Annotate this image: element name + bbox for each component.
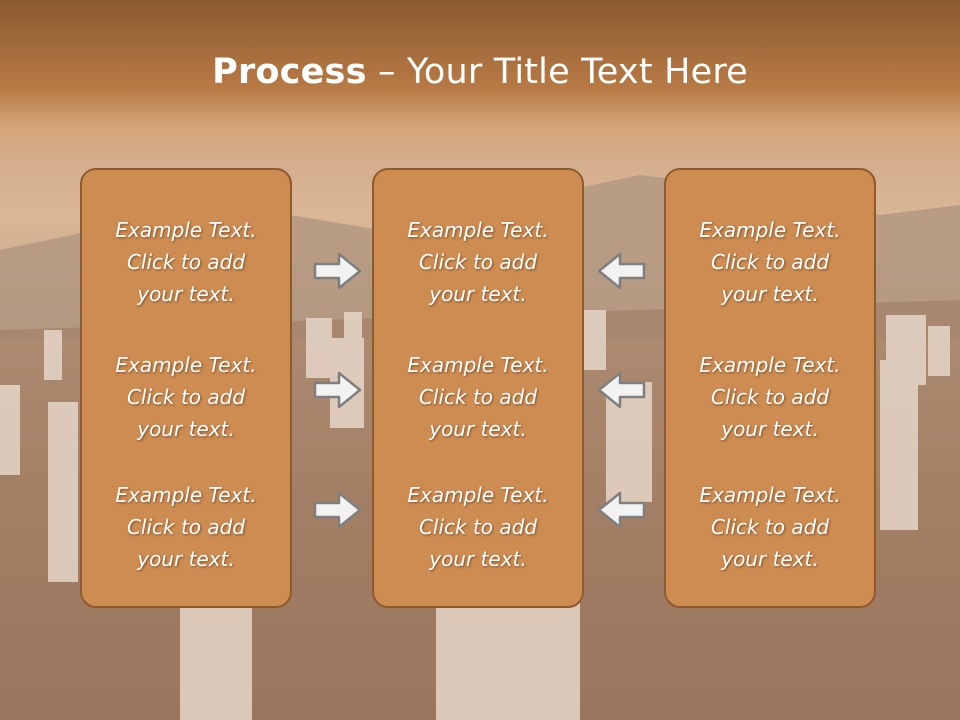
text-line: Click to add <box>710 250 830 274</box>
text-line: Click to add <box>418 250 538 274</box>
arrow-left-icon[interactable] <box>596 370 646 410</box>
arrow-right-icon[interactable] <box>313 490 363 530</box>
text-line: your text. <box>137 282 235 306</box>
text-line: your text. <box>429 282 527 306</box>
text-line: your text. <box>721 282 819 306</box>
text-line: Example Text. <box>407 483 549 507</box>
text-line: Example Text. <box>699 218 841 242</box>
text-line: your text. <box>721 417 819 441</box>
process-box-center[interactable]: Example Text. Click to add your text. Ex… <box>372 168 584 608</box>
text-line: Click to add <box>126 515 246 539</box>
text-placeholder[interactable]: Example Text. Click to add your text. <box>666 349 874 445</box>
text-line: Example Text. <box>699 353 841 377</box>
text-line: Click to add <box>710 515 830 539</box>
text-placeholder[interactable]: Example Text. Click to add your text. <box>666 479 874 575</box>
text-line: your text. <box>721 547 819 571</box>
process-box-left[interactable]: Example Text. Click to add your text. Ex… <box>80 168 292 608</box>
arrow-left-icon[interactable] <box>596 490 646 530</box>
text-line: Example Text. <box>407 218 549 242</box>
text-placeholder[interactable]: Example Text. Click to add your text. <box>374 214 582 310</box>
text-line: Click to add <box>418 385 538 409</box>
text-placeholder[interactable]: Example Text. Click to add your text. <box>82 349 290 445</box>
text-line: Example Text. <box>115 218 257 242</box>
text-line: Click to add <box>710 385 830 409</box>
text-placeholder[interactable]: Example Text. Click to add your text. <box>82 214 290 310</box>
text-line: Example Text. <box>699 483 841 507</box>
text-placeholder[interactable]: Example Text. Click to add your text. <box>374 479 582 575</box>
text-line: Example Text. <box>115 483 257 507</box>
text-line: Click to add <box>126 250 246 274</box>
arrow-left-icon[interactable] <box>596 251 646 291</box>
text-line: Click to add <box>126 385 246 409</box>
text-line: your text. <box>137 417 235 441</box>
text-line: Example Text. <box>115 353 257 377</box>
title-rest-text: – Your Title Text Here <box>366 52 748 92</box>
text-placeholder[interactable]: Example Text. Click to add your text. <box>666 214 874 310</box>
text-line: Example Text. <box>407 353 549 377</box>
text-placeholder[interactable]: Example Text. Click to add your text. <box>374 349 582 445</box>
arrow-right-icon[interactable] <box>313 370 363 410</box>
text-line: your text. <box>429 417 527 441</box>
text-placeholder[interactable]: Example Text. Click to add your text. <box>82 479 290 575</box>
text-line: Click to add <box>418 515 538 539</box>
text-line: your text. <box>137 547 235 571</box>
arrow-right-icon[interactable] <box>313 251 363 291</box>
title-bold-text: Process <box>212 52 367 92</box>
process-box-right[interactable]: Example Text. Click to add your text. Ex… <box>664 168 876 608</box>
text-line: your text. <box>429 547 527 571</box>
title-banner <box>0 0 960 160</box>
slide-title[interactable]: Process – Your Title Text Here <box>0 52 960 92</box>
